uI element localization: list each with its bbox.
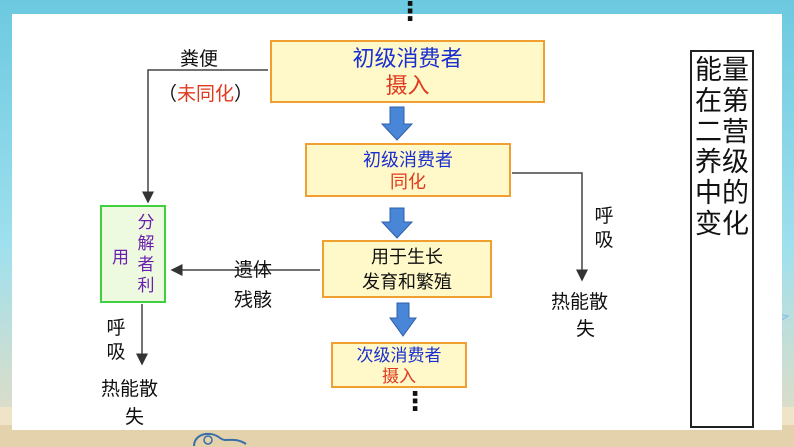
box-label: 用于生长	[371, 247, 443, 268]
primary-consumer-assimilation-box: 初级消费者 同化	[305, 143, 511, 197]
shell-icon	[193, 432, 247, 447]
box-label: 次级消费者	[356, 346, 442, 366]
decomposer-use-label: 用	[112, 248, 129, 268]
feces-label: 粪便	[180, 48, 219, 70]
block-arrow-3	[389, 302, 417, 337]
paren-open: （	[158, 83, 178, 105]
box-sublabel: 摄入	[385, 74, 430, 99]
box-label: 初级消费者	[363, 150, 453, 171]
secondary-consumer-intake-box: 次级消费者 摄入	[331, 342, 467, 388]
remains-label-1: 遗体	[234, 259, 273, 281]
respiration-label-left: 呼吸	[106, 317, 126, 363]
heat-loss-label-left-1: 热能散	[101, 378, 159, 400]
ellipsis-bottom: ⋮	[402, 387, 428, 417]
remains-label-2: 残骸	[234, 289, 273, 311]
decomposer-column-label: 分解者利	[137, 213, 155, 296]
block-arrow-2	[380, 207, 414, 239]
respiration-connector-right	[512, 172, 588, 282]
primary-consumer-intake-box: 初级消费者 摄入	[270, 40, 545, 103]
not-assimilated-label: （未同化）	[158, 79, 253, 106]
box-sublabel: 发育和繁殖	[362, 272, 452, 293]
side-title-text: 能量在第二营养级中的变化	[695, 55, 749, 240]
block-arrow-1	[380, 106, 414, 141]
box-sublabel: 摄入	[382, 367, 416, 387]
heat-loss-label-left-2: 失	[125, 406, 145, 428]
feces-connector	[142, 69, 268, 204]
not-assimilated-text: 未同化	[177, 83, 235, 105]
box-sublabel: 同化	[390, 172, 426, 193]
sand-decoration-lower	[0, 425, 794, 447]
ellipsis-top: ⋮	[397, 0, 423, 27]
decomposer-box: 用 分解者利	[100, 205, 166, 303]
growth-reproduction-box: 用于生长 发育和繁殖	[322, 240, 492, 298]
heat-loss-label-right-1: 热能散	[551, 291, 609, 313]
paren-close: ）	[234, 83, 254, 105]
heat-loss-label-right-2: 失	[576, 318, 596, 340]
box-label: 初级消费者	[352, 47, 463, 72]
side-title-box: 能量在第二营养级中的变化	[690, 50, 754, 428]
respiration-label-right: 呼吸	[594, 205, 614, 251]
